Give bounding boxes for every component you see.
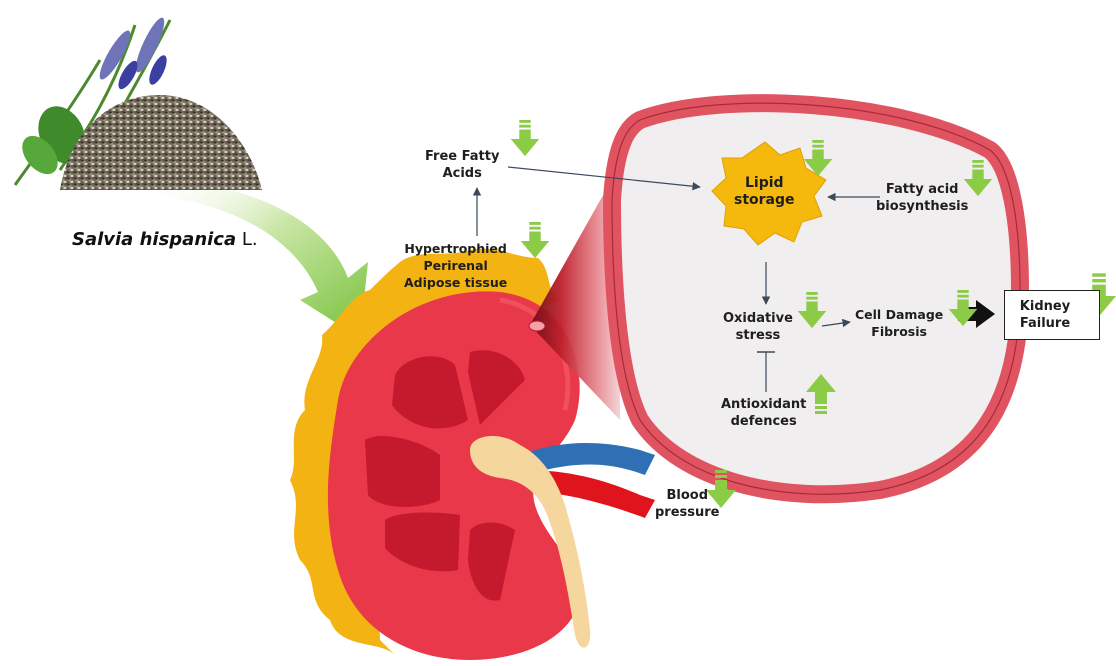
adipose-down-icon [521,222,550,258]
treatment-arrow [150,178,368,338]
label-blood-pressure: Blood pressure [655,487,720,521]
label-lipid-storage: Lipid storage [734,175,795,209]
label-antioxidant: Antioxidant defences [721,396,806,430]
label-kidney-failure: Kidney Failure [1012,298,1078,332]
species-author: L. [236,229,257,250]
ffa-down-icon [511,120,540,156]
species-name: Salvia hispanica [72,229,236,250]
label-free-fatty-acids: Free Fatty Acids [425,148,499,182]
plant-caption: Salvia hispanica L. [72,229,258,250]
label-oxidative-stress: Oxidative stress [723,310,793,344]
label-cell-damage: Cell Damage Fibrosis [855,306,943,340]
chia-plant-icon [15,15,262,190]
label-hypertrophied-adipose: Hypertrophied Perirenal Adipose tissue [404,240,507,291]
label-fatty-acid-biosynthesis: Fatty acid biosynthesis [876,181,968,215]
